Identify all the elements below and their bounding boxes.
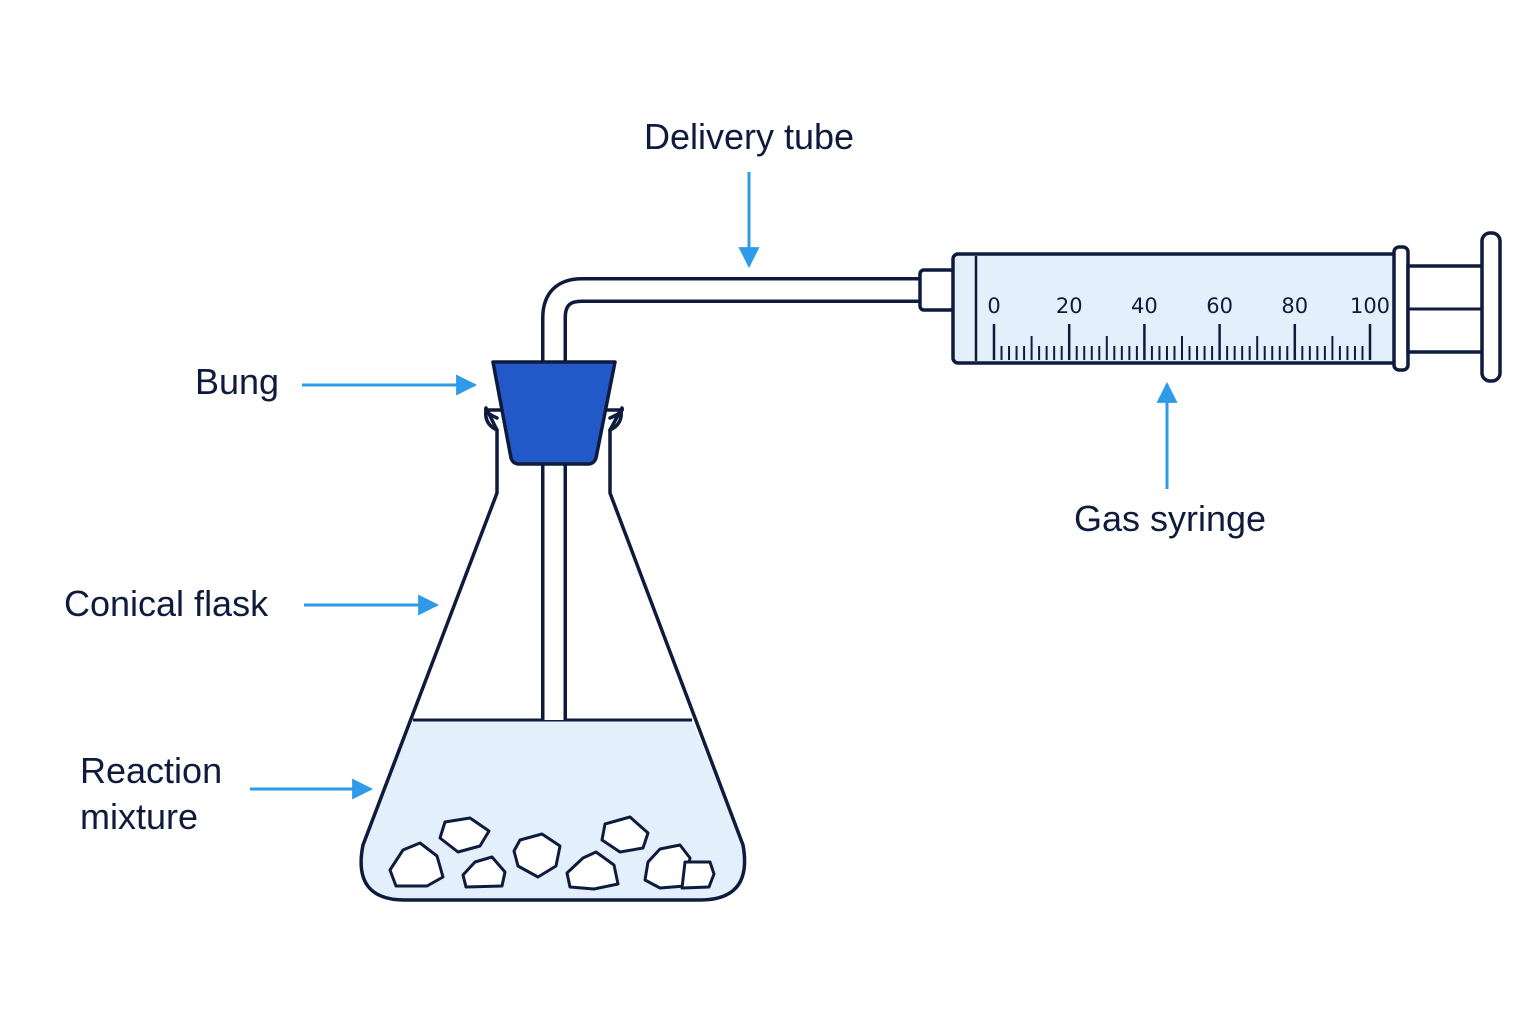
scale-number: 40 [1131, 294, 1158, 318]
bung [491, 360, 617, 466]
scale-number: 100 [1350, 294, 1390, 318]
delivery-tube-inner [544, 280, 921, 720]
scale-number: 20 [1056, 294, 1083, 318]
gas-syringe-label: Gas syringe [1074, 498, 1266, 539]
flask-rim-left [483, 408, 507, 432]
scale-number: 80 [1281, 294, 1308, 318]
syringe-barrel [951, 252, 1405, 365]
marble-chips [388, 815, 716, 891]
bung-label: Bung [195, 361, 279, 402]
chip [680, 860, 716, 890]
chip [438, 816, 491, 854]
flask-rim-right [600, 408, 624, 432]
scale-number: 0 [987, 294, 1000, 318]
delivery-tube-label: Delivery tube [644, 116, 854, 157]
plunger-handle [1480, 231, 1502, 383]
chip [512, 832, 562, 879]
syringe-nozzle [918, 268, 956, 312]
chip [643, 843, 692, 890]
barrel-collar [1392, 245, 1410, 372]
scale-number: 60 [1206, 294, 1233, 318]
syringe-scale-ticks [992, 324, 1372, 360]
chip [461, 855, 507, 889]
syringe-scale-numbers: 0 20 40 60 80 100 [987, 294, 1390, 318]
delivery-tube-body [541, 277, 921, 720]
chip [388, 841, 445, 888]
reaction-mixture-liquid [361, 720, 745, 900]
gas-syringe: 0 20 40 60 80 100 [918, 231, 1502, 383]
pointer-arrows [250, 172, 1178, 800]
conical-flask-label: Conical flask [64, 583, 269, 624]
reaction-mixture-label-line2: mixture [80, 796, 198, 837]
chip [600, 815, 650, 854]
chip [565, 850, 620, 891]
reaction-mixture-label-line1: Reaction [80, 750, 222, 791]
delivery-tube [541, 277, 921, 720]
